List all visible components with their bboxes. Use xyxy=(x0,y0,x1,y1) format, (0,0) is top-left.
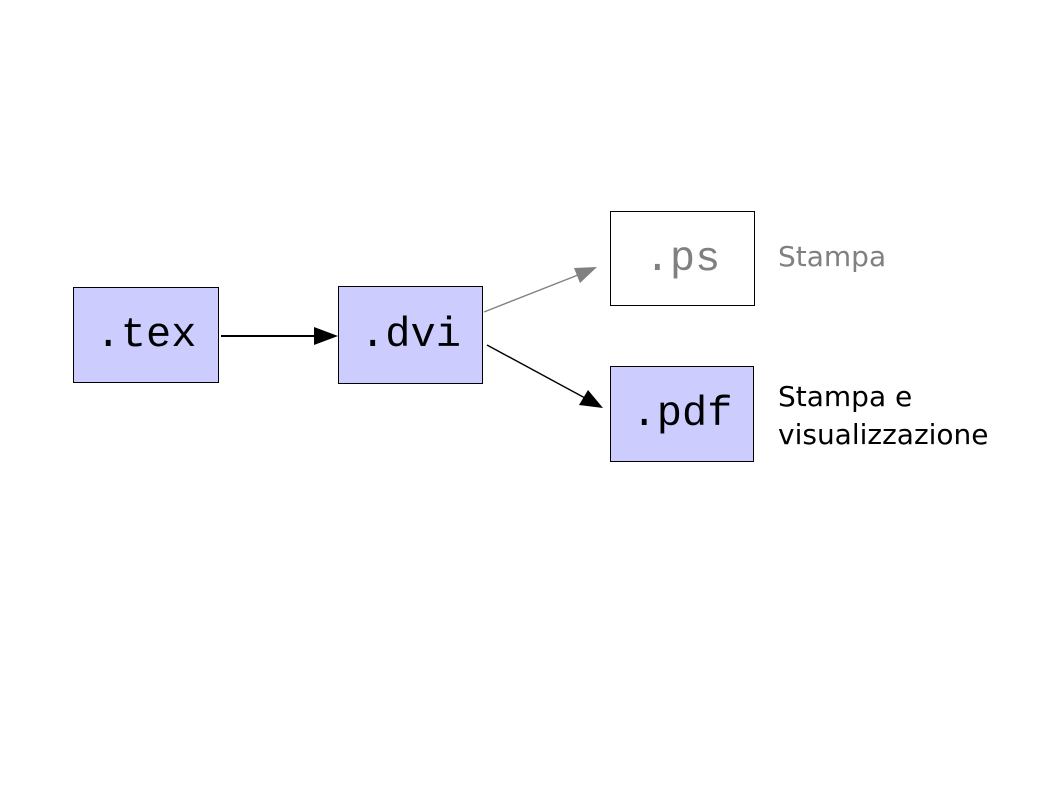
annotation-pdf-line2: visualizzazione xyxy=(778,418,989,451)
edge-dvi-to-ps xyxy=(483,274,579,313)
node-tex-label: .tex xyxy=(95,311,197,359)
node-ps-label: .ps xyxy=(644,234,721,283)
annotation-ps: Stampa xyxy=(778,238,886,276)
node-dvi: .dvi xyxy=(338,286,483,384)
node-ps: .ps xyxy=(610,211,755,306)
node-pdf: .pdf xyxy=(610,366,754,462)
annotation-ps-text: Stampa xyxy=(778,240,887,273)
node-pdf-label: .pdf xyxy=(631,390,733,438)
node-tex: .tex xyxy=(73,287,219,383)
edge-dvi-to-pdf xyxy=(486,344,586,399)
arrowhead-dvi-to-ps xyxy=(574,267,597,283)
arrowhead-tex-to-dvi xyxy=(314,327,338,345)
annotation-pdf: Stampa e visualizzazione xyxy=(778,378,989,454)
node-dvi-label: .dvi xyxy=(360,311,461,359)
arrowhead-dvi-to-pdf xyxy=(579,390,603,408)
annotation-pdf-line1: Stampa e xyxy=(778,380,913,413)
